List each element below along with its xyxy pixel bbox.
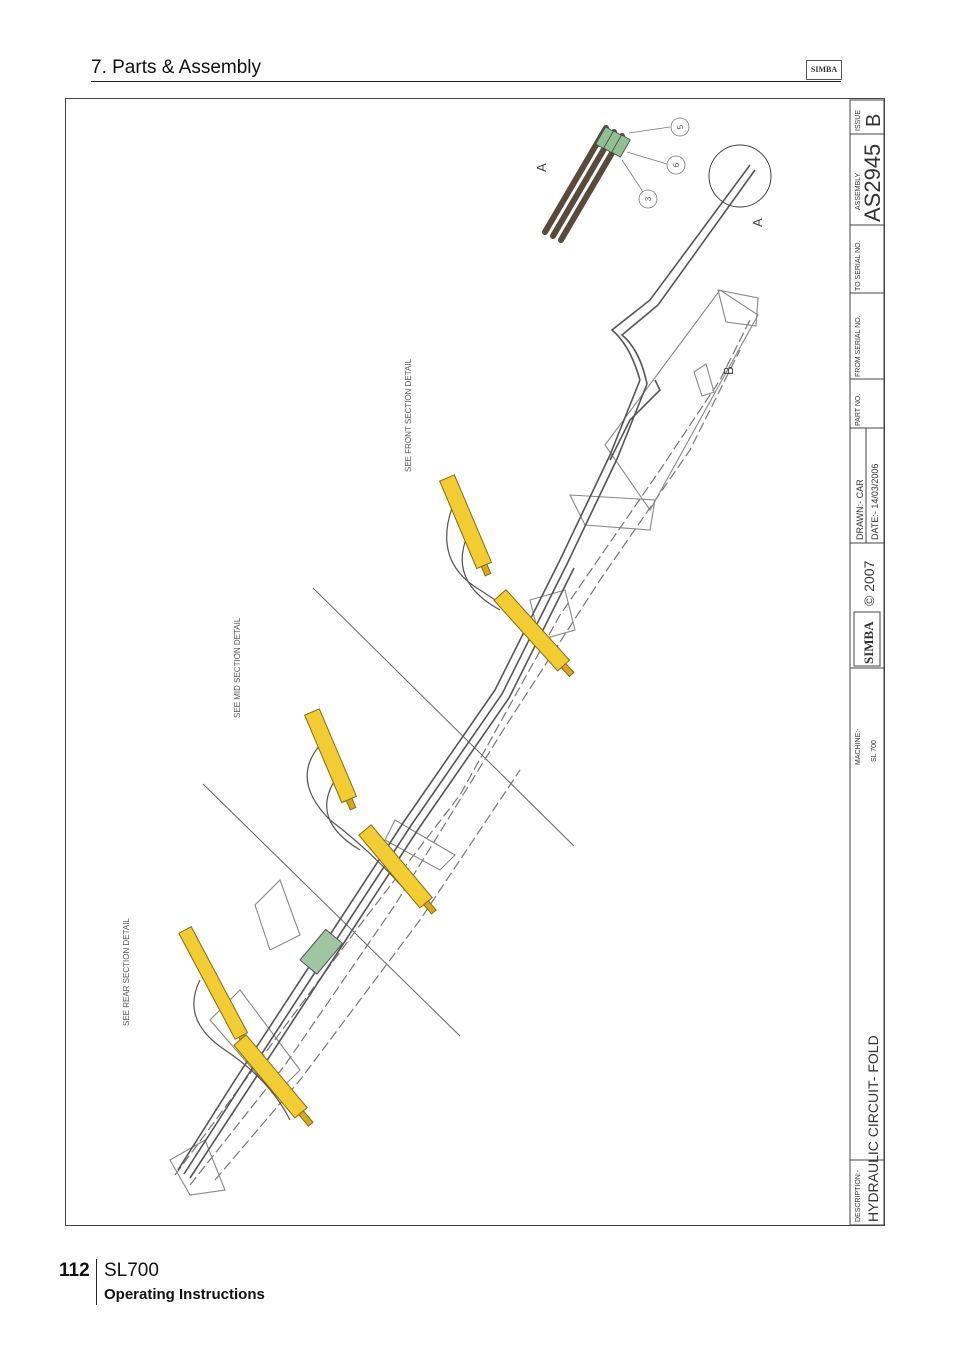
callout-6: 6 — [672, 162, 681, 167]
copyright: © 2007 — [861, 560, 877, 606]
brand-logo-text: SIMBA — [861, 621, 876, 664]
from-serial-label: FROM SERIAL NO. — [855, 315, 862, 377]
model-name: SL700 — [104, 1260, 159, 1281]
label-b: B — [721, 366, 736, 375]
machine-label: MACHINE:- — [855, 728, 862, 765]
footer-rule — [96, 1259, 97, 1305]
hydraulic-hoses — [177, 164, 756, 1179]
machine-value: SL 700 — [871, 740, 878, 762]
issue-value: B — [863, 114, 885, 127]
assembly-label: ASSEMBLY — [855, 172, 862, 210]
callout-3: 3 — [644, 196, 653, 201]
simba-logo: SIMBA — [806, 60, 842, 80]
cylinder-rear-1 — [178, 926, 251, 1049]
detail-a-circle — [708, 144, 772, 208]
detail-label-a: A — [534, 163, 549, 172]
cylinder-hose-loops — [193, 499, 556, 1121]
valve-block — [299, 928, 344, 975]
rear-section-label: SEE REAR SECTION DETAIL — [122, 918, 131, 1026]
mid-section-label: SEE MID SECTION DETAIL — [233, 617, 242, 718]
cylinder-front-2 — [493, 588, 575, 678]
callout-leaders — [621, 126, 671, 193]
cylinder-mid-1 — [303, 708, 358, 811]
cylinder-rear-2 — [233, 1034, 314, 1127]
callout-bubbles — [638, 117, 690, 209]
cylinder-mid-2 — [358, 824, 437, 915]
header-rule — [91, 81, 841, 82]
front-section-label: SEE FRONT SECTION DETAIL — [404, 358, 413, 472]
frame-outline — [174, 319, 751, 1186]
detail-a-fittings — [595, 126, 631, 158]
main-label-a: A — [750, 218, 765, 227]
issue-label: ISSUE — [855, 110, 862, 131]
drawn-by: DRAWN:- CAR — [855, 479, 865, 540]
document-subtitle: Operating Instructions — [104, 1286, 265, 1303]
page-number: 112 — [59, 1260, 90, 1281]
assembly-number: AS2945 — [860, 144, 885, 222]
hydraulic-cylinders — [178, 474, 575, 1127]
drawing-date: DATE:- 14/03/2006 — [870, 464, 880, 540]
callout-5: 5 — [676, 124, 685, 129]
section-divider-lines — [202, 587, 575, 1037]
description-text: HYDRAULIC CIRCUIT- FOLD — [865, 1035, 881, 1222]
to-serial-label: TO SERIAL NO. — [855, 240, 862, 291]
description-label: DESCRIPTION:- — [855, 1169, 862, 1222]
section-title: 7. Parts & Assembly — [91, 57, 262, 78]
part-no-label: PART NO. — [855, 394, 862, 426]
cylinder-front-1 — [438, 474, 493, 577]
title-block — [849, 99, 885, 1226]
